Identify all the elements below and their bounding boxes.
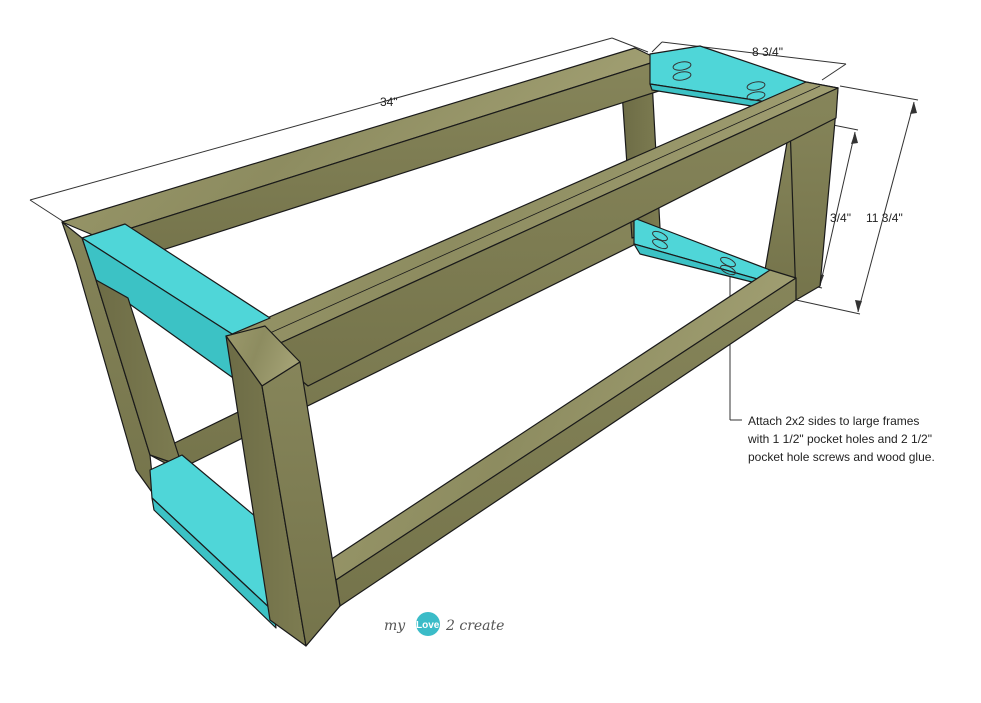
assembly-note-line: pocket hole screws and wood glue.	[748, 450, 935, 464]
pocket-holes-top	[672, 61, 766, 101]
logo-right-text: 2 create	[445, 618, 504, 634]
front-left-leg-face-right	[261, 361, 341, 647]
logo-left-text: my	[384, 618, 406, 634]
logo-center-text: Love	[416, 620, 440, 631]
depth-dimension-label: 8 3/4"	[752, 45, 783, 59]
brand-logo: my Love 2 create	[384, 612, 504, 636]
assembly-note: Attach 2x2 sides to large frames with 1 …	[748, 412, 968, 466]
length-dimension-label: 34"	[380, 95, 398, 109]
assembly-note-line: with 1 1/2" pocket holes and 2 1/2"	[748, 432, 932, 446]
logo-heart-icon	[416, 612, 440, 636]
inner-height-dimension-label: 8 3/4"	[820, 211, 851, 225]
outer-height-dimension-label: 11 3/4"	[866, 211, 903, 225]
bench-frame	[61, 45, 839, 647]
pocket-holes-bottom	[652, 230, 736, 276]
assembly-note-line: Attach 2x2 sides to large frames	[748, 414, 920, 428]
front-top-rail-face	[264, 87, 839, 387]
